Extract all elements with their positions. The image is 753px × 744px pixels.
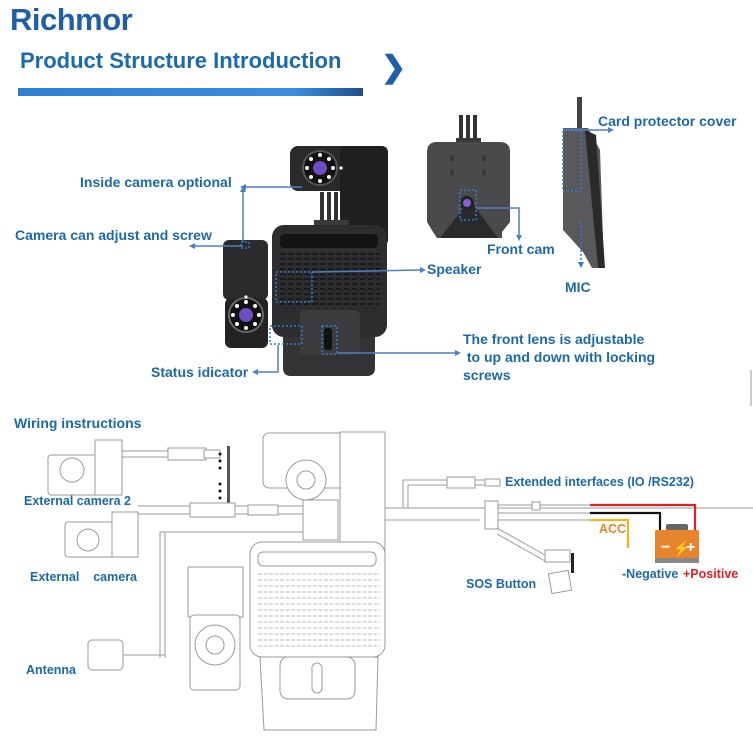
label-front-lens-1: The front lens is adjustable xyxy=(463,331,645,347)
page-title: Product Structure Introduction xyxy=(20,48,342,73)
battery-icon: − ⚡ + xyxy=(655,524,699,563)
label-external-camera: External camera xyxy=(30,570,138,584)
label-camera-adjust: Camera can adjust and screw xyxy=(15,227,212,243)
label-front-cam: Front cam xyxy=(487,241,555,257)
label-antenna: Antenna xyxy=(26,663,76,677)
svg-text:+: + xyxy=(686,539,695,556)
label-status-indicator: Status idicator xyxy=(151,364,249,380)
label-card-protector: Card protector cover xyxy=(598,113,737,129)
label-negative: -Negative xyxy=(622,567,679,581)
label-front-lens-3: screws xyxy=(463,367,511,383)
svg-text:−: − xyxy=(661,539,670,556)
label-front-lens-2: to up and down with locking xyxy=(463,349,656,365)
wiring-diagram xyxy=(47,431,753,731)
label-inside-camera: Inside camera optional xyxy=(80,174,232,190)
label-mic: MIC xyxy=(565,279,591,295)
title-underline xyxy=(18,88,363,96)
label-acc: ACC xyxy=(599,522,627,536)
side-view-photo xyxy=(562,97,614,268)
chevron-right-icon: ❯ xyxy=(381,51,407,84)
main-device-photo xyxy=(189,146,461,376)
svg-text:⚡: ⚡ xyxy=(673,540,690,557)
power-wires xyxy=(590,503,697,548)
wiring-title: Wiring instructions xyxy=(14,415,142,431)
divider xyxy=(750,370,752,406)
brand-logo: Richmor xyxy=(10,2,133,37)
label-extended-interfaces: Extended interfaces (IO /RS232) xyxy=(505,475,694,489)
label-external-camera-2: External camera 2 xyxy=(24,494,132,508)
label-positive: +Positive xyxy=(683,567,739,581)
front-view-photo xyxy=(427,115,522,241)
label-speaker: Speaker xyxy=(427,261,482,277)
label-sos-button: SOS Button xyxy=(466,577,537,591)
